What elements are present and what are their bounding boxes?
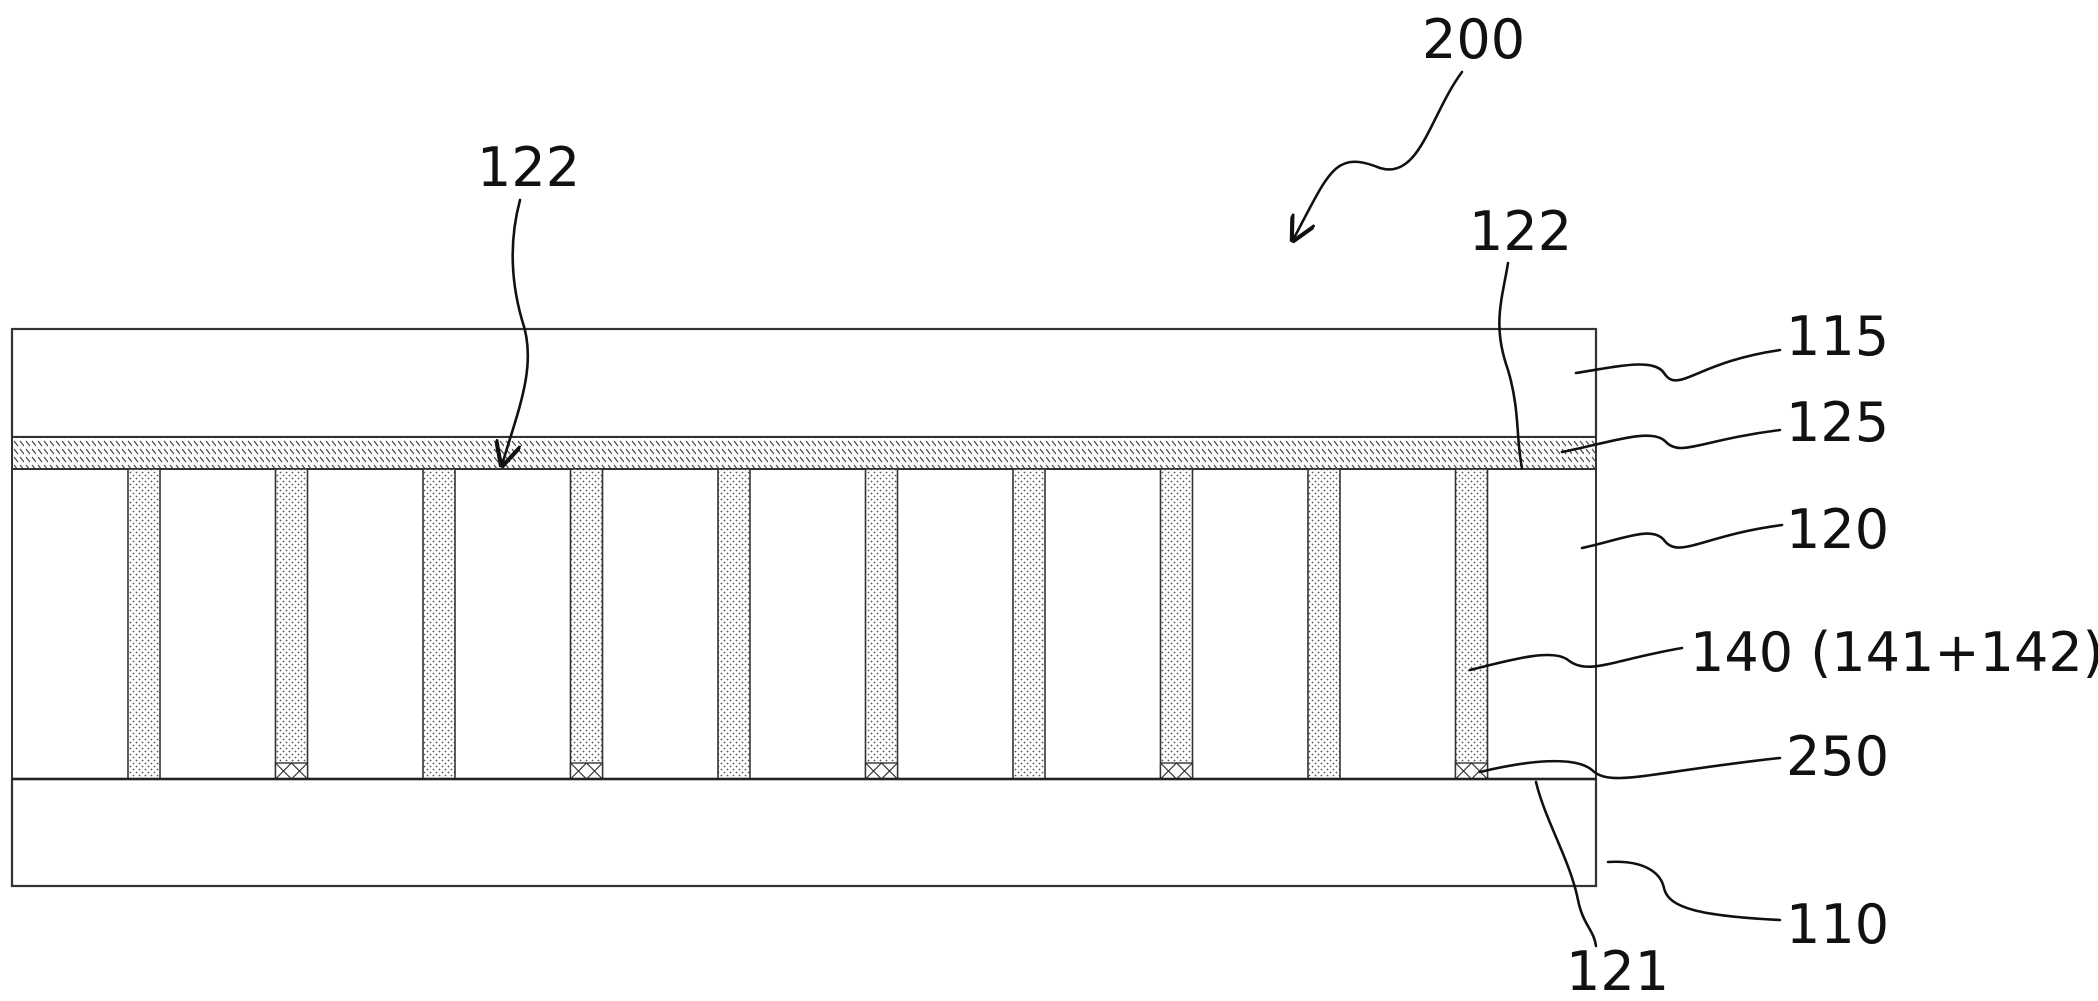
assembly-label-200: 200: [1422, 8, 1525, 71]
bond-pad-2: [276, 763, 308, 779]
pillar-5: [718, 469, 750, 779]
label-110: 110: [1786, 893, 1889, 956]
bond-pad-8: [1161, 763, 1193, 779]
pillar-6: [866, 469, 898, 779]
label-250: 250: [1786, 725, 1889, 788]
bond-pad-6: [866, 763, 898, 779]
spacer-layer-120: [12, 469, 1596, 779]
pillar-8: [1161, 469, 1193, 779]
pillar-4: [571, 469, 603, 779]
label-122-left: 122: [477, 136, 580, 199]
pillar-7: [1013, 469, 1045, 779]
label-140: 140 (141+142): [1690, 621, 2098, 684]
label-125: 125: [1786, 391, 1889, 454]
assembly-arrow-icon: [1293, 72, 1462, 240]
pillar-1: [128, 469, 160, 779]
label-115: 115: [1786, 305, 1889, 368]
pillar-2: [276, 469, 308, 779]
label-122-right: 122: [1469, 200, 1572, 263]
leader-120: [1582, 525, 1782, 548]
cover-layer-115: [12, 329, 1596, 437]
label-121: 121: [1566, 940, 1669, 1001]
base-layer-110: [12, 779, 1596, 886]
leader-110: [1608, 862, 1780, 920]
pillar-3: [423, 469, 455, 779]
bond-pad-4: [571, 763, 603, 779]
label-120: 120: [1786, 498, 1889, 561]
pillar-10: [1456, 469, 1488, 779]
leader-115: [1576, 350, 1780, 380]
interlayer-125: [12, 437, 1596, 469]
pillar-9: [1308, 469, 1340, 779]
